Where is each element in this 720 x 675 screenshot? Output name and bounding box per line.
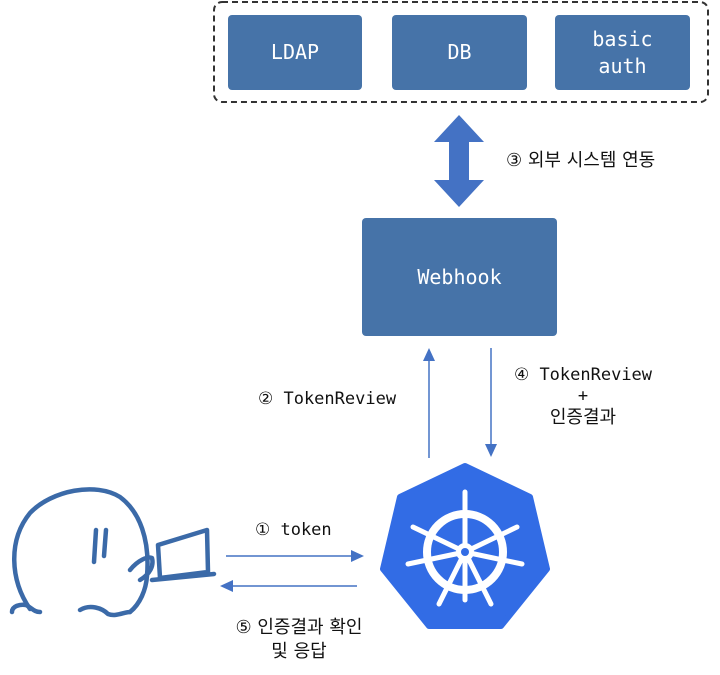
ldap-box: LDAP [228,15,362,90]
token-review-request-arrow [423,348,435,458]
webhook-box: Webhook [362,218,557,336]
token-arrow [226,550,364,562]
basic-auth-box: basic auth [555,15,690,90]
user-at-laptop-sketch-icon [9,487,217,618]
external-link-double-arrow [434,115,484,207]
step4-label-line1: ④ TokenReview [513,365,653,385]
external-systems-container [213,1,709,103]
kubernetes-helm-wheel-icon [380,463,550,629]
basic-auth-label-line1: basic [592,26,653,51]
step5-label-line1: ⑤ 인증결과 확인 [235,617,363,638]
token-review-response-arrow [485,348,497,457]
step1-label: ① token [255,520,332,540]
step5-label: ⑤ 인증결과 확인 및 응답 [214,616,384,664]
auth-result-arrow [220,580,357,592]
step5-label-line2: 및 응답 [271,641,327,662]
step4-label: ④ TokenReview + 인증결과 [508,364,658,429]
step3-label: ③ 외부 시스템 연동 [506,150,656,171]
db-box: DB [392,15,527,90]
step4-label-line2: + [577,386,589,406]
basic-auth-label-line2: auth [598,53,647,78]
step2-label: ② TokenReview [258,389,397,409]
step4-label-line3: 인증결과 [549,407,617,428]
